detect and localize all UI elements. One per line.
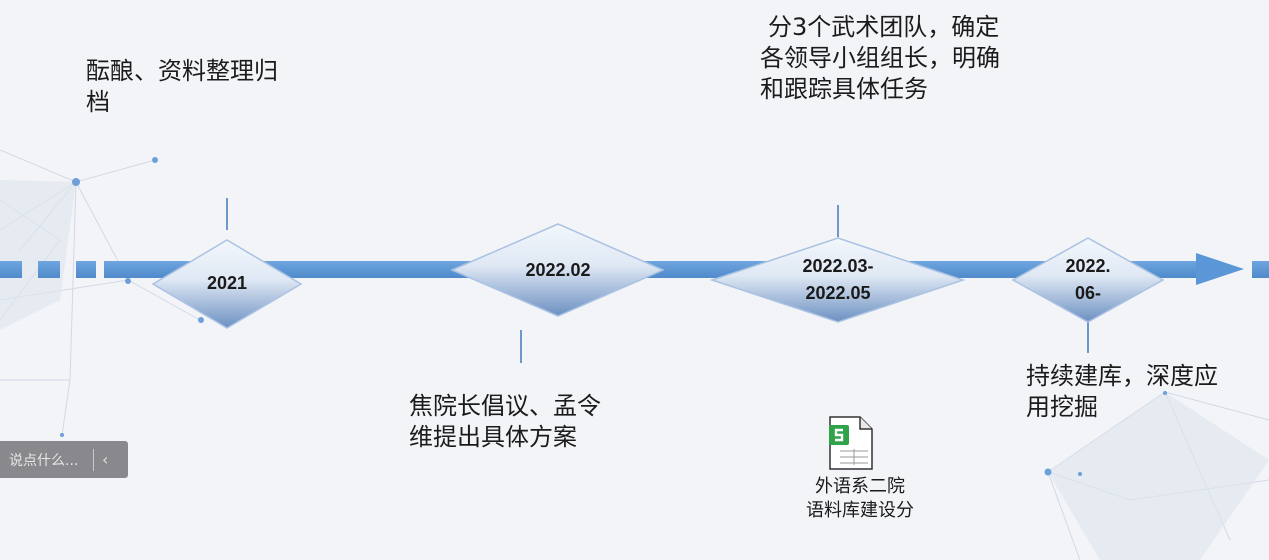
description-line: 各领导小组组长，明确 [760, 44, 1000, 72]
comment-box[interactable]: 说点什么... ‹ [0, 441, 128, 478]
comment-divider [93, 448, 94, 471]
milestone-date-4: 2022. 06- [1038, 253, 1138, 307]
milestone-date-line: 06- [1074, 283, 1101, 303]
milestone-diamond-2 [450, 223, 665, 317]
milestone-date-line: 2021 [206, 273, 248, 293]
description-line: 分3个武术团队，确定 [768, 13, 1000, 41]
milestone-date-line: 2022.05 [805, 283, 871, 303]
milestone-description-4: 持续建库，深度应 用挖掘 [1026, 361, 1218, 423]
milestone-date-3: 2022.03- 2022.05 [778, 253, 898, 307]
timeline-arrowhead [1196, 253, 1244, 285]
attachment-name-line: 外语系二院 [815, 476, 905, 497]
milestone-date-line: 2022.03- [802, 256, 874, 276]
milestone-description-1: 酝酿、资料整理归 档 [86, 56, 278, 118]
attachment-file[interactable]: 外语系二院 语料库建设分 [780, 415, 920, 523]
description-line: 焦院长倡议、孟令 [409, 392, 601, 420]
description-line: 持续建库，深度应 [1026, 362, 1218, 390]
milestone-date-line: 2022. [1065, 256, 1111, 276]
timeline-dash-start [0, 261, 96, 278]
milestone-date-line: 2022.02 [525, 260, 591, 280]
description-line: 和跟踪具体任务 [760, 75, 928, 103]
milestone-diamond-1 [151, 239, 303, 329]
milestone-diamond-3 [709, 237, 966, 323]
milestone-date-2: 2022.02 [498, 257, 618, 284]
milestone-description-2: 焦院长倡议、孟令 维提出具体方案 [409, 391, 601, 453]
milestone-date-1: 2021 [177, 270, 277, 297]
comment-input[interactable]: 说点什么... [9, 452, 79, 469]
description-line: 维提出具体方案 [409, 423, 577, 451]
description-line: 档 [86, 88, 110, 116]
description-line: 酝酿、资料整理归 [86, 57, 278, 85]
timeline-dash-end [1252, 261, 1269, 278]
chevron-left-icon[interactable]: ‹ [102, 450, 109, 469]
attachment-name-line: 语料库建设分 [806, 500, 914, 521]
milestone-description-3: 分3个武术团队，确定 各领导小组组长，明确 和跟踪具体任务 [760, 12, 1000, 105]
milestone-diamond-4 [1011, 237, 1165, 323]
spreadsheet-file-icon [829, 416, 873, 470]
description-line: 用挖掘 [1026, 393, 1098, 421]
